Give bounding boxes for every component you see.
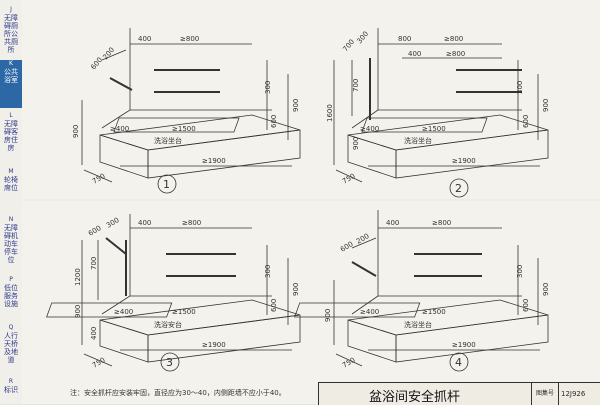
d4-v-300: 300 (516, 265, 524, 278)
tab-label: 无障碍厕所公共厕所 (4, 14, 18, 54)
d2-top-a: 800 (398, 35, 411, 43)
d4-label: 洗浴坐台 (404, 320, 432, 329)
title-block: 盆浴间安全抓杆 图集号 12J926 (318, 382, 600, 405)
d4-base-len: ≥1900 (452, 341, 476, 349)
d4-bottom-long: ≥1500 (422, 308, 446, 316)
d1-bottom-long: ≥1500 (172, 125, 196, 133)
d1-top-b: ≥800 (180, 35, 199, 43)
diagram-3-number-circle: 3 (160, 352, 180, 372)
d3-left-1200: 1200 (74, 268, 82, 286)
d2-base-len: ≥1900 (452, 157, 476, 165)
d3-v-600: 600 (270, 299, 278, 312)
d1-base-len: ≥1900 (202, 157, 226, 165)
drawing-title: 盆浴间安全抓杆 (369, 390, 461, 405)
tab-letter: Q (8, 324, 14, 331)
d2-label: 洗浴坐台 (404, 136, 432, 145)
d2-top-b: ≥800 (444, 35, 463, 43)
tab-label: 标识 (4, 386, 18, 394)
atlas-number-label: 图集号 (531, 383, 559, 405)
d2-number: 2 (455, 182, 462, 195)
d3-left-400: 400 (90, 327, 98, 340)
tab-j[interactable]: J 无障碍厕所公共厕所 (0, 6, 22, 58)
tab-label: 人行天桥及地道 (4, 332, 18, 364)
d4-number: 4 (455, 356, 462, 369)
d1-label: 洗浴坐台 (154, 136, 182, 145)
diagram-1 (81, 28, 301, 183)
d3-label: 洗浴安台 (154, 320, 182, 329)
tab-letter: R (8, 378, 14, 385)
diagram-1-number-circle: 1 (157, 174, 177, 194)
d1-number: 1 (163, 178, 170, 191)
d2-left-700: 700 (352, 79, 360, 92)
d4-v-600: 600 (522, 299, 530, 312)
diagram-4-number-circle: 4 (449, 352, 469, 372)
d3-left-900: 900 (74, 305, 82, 318)
d3-v-900: 900 (292, 283, 300, 296)
diagram-1-labels: 400 ≥800 600 200 300 900 600 900 ≥400 ≥1… (72, 35, 300, 186)
tab-label: 无障碍客房住房 (4, 120, 18, 152)
tab-label: 低位服务设施 (4, 284, 18, 308)
tab-letter: L (9, 112, 13, 119)
d1-left-h: 900 (72, 125, 80, 138)
d1-v-900: 900 (292, 99, 300, 112)
diagram-3-labels: 400 ≥800 600 300 700 1200 900 400 300 90… (74, 216, 300, 370)
d4-v-900: 900 (542, 283, 550, 296)
grab-bar-drawings: 400 ≥800 600 200 300 900 600 900 ≥400 ≥1… (22, 0, 600, 404)
tab-k[interactable]: K 公共浴室 (0, 60, 22, 108)
diagram-2 (333, 28, 549, 183)
d1-top-a: 400 (138, 35, 151, 43)
footnote: 注：安全抓杆应安装牢固，直径应为30～40，内侧距墙不应小于40。 (70, 389, 286, 397)
tab-letter: K (9, 60, 13, 67)
d3-top-b: ≥800 (182, 219, 201, 227)
chapter-sidebar: J 无障碍厕所公共厕所 K 公共浴室 L 无障碍客房住房 M 轮椅席位 N 无障… (0, 0, 23, 404)
tab-letter: J (10, 6, 12, 13)
d1-v-600: 600 (270, 115, 278, 128)
d2-v-300: 300 (516, 81, 524, 94)
tab-letter: N (8, 216, 14, 223)
d2-bottom-short: ≥400 (360, 125, 379, 133)
tab-p[interactable]: P 低位服务设施 (0, 276, 22, 322)
d3-bottom-long: ≥1500 (172, 308, 196, 316)
tab-letter: P (9, 276, 13, 283)
d2-top-c: 400 (408, 50, 421, 58)
d1-v-300: 300 (264, 81, 272, 94)
diagram-3 (46, 214, 301, 367)
tab-q[interactable]: Q 人行天桥及地道 (0, 324, 22, 374)
d2-v-900: 900 (542, 99, 550, 112)
tab-label: 公共浴室 (4, 68, 18, 84)
d2-top-d: ≥800 (446, 50, 465, 58)
d4-top-b: ≥800 (432, 219, 451, 227)
d4-top-a: 400 (386, 219, 399, 227)
tab-r[interactable]: R 标识 (0, 378, 22, 404)
d2-left-900: 900 (352, 137, 360, 150)
tab-letter: M (8, 168, 14, 175)
tab-label: 轮椅席位 (4, 176, 18, 192)
tab-n[interactable]: N 无障碍机动车停车位 (0, 216, 22, 274)
d3-v-300: 300 (264, 265, 272, 278)
tab-m[interactable]: M 轮椅席位 (0, 168, 22, 212)
diagram-4 (294, 210, 549, 367)
d2-bottom-long: ≥1500 (422, 125, 446, 133)
d2-v-600: 600 (522, 115, 530, 128)
d3-top-a: 400 (138, 219, 151, 227)
d3-left-700: 700 (90, 257, 98, 270)
d3-bottom-short: ≥400 (114, 308, 133, 316)
d4-left-h: 900 (324, 309, 332, 322)
tab-l[interactable]: L 无障碍客房住房 (0, 112, 22, 164)
diagram-2-number-circle: 2 (449, 178, 469, 198)
d1-bottom-short: ≥400 (110, 125, 129, 133)
d3-number: 3 (166, 356, 173, 369)
d4-bottom-short: ≥400 (360, 308, 379, 316)
d3-base-len: ≥1900 (202, 341, 226, 349)
tab-label: 无障碍机动车停车位 (4, 224, 18, 264)
d2-left-1600: 1600 (326, 104, 334, 122)
atlas-code: 12J926 (561, 390, 586, 398)
